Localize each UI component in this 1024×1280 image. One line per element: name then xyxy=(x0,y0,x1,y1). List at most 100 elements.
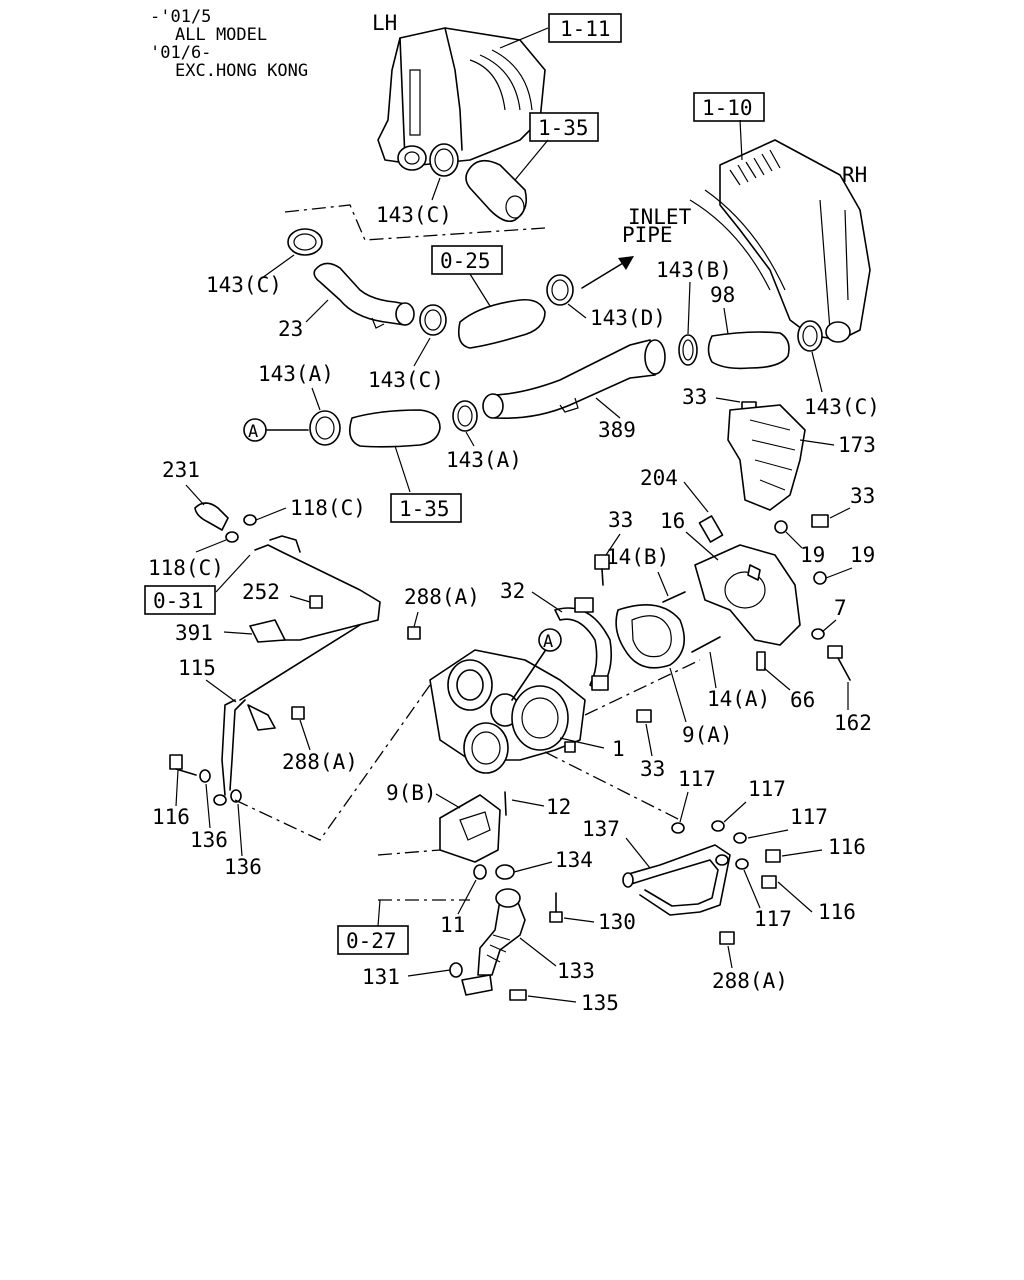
hose-98 xyxy=(707,331,790,370)
callout-117-4: 117 xyxy=(743,869,792,931)
callout-143c-2: 143(C) xyxy=(206,254,295,297)
svg-text:118(C): 118(C) xyxy=(148,556,224,580)
svg-text:391: 391 xyxy=(175,621,213,645)
pipe-391 xyxy=(249,535,381,643)
svg-text:0-25: 0-25 xyxy=(440,249,491,273)
svg-text:33: 33 xyxy=(682,385,707,409)
svg-text:A: A xyxy=(248,422,258,442)
callout-9b: 9(B) xyxy=(386,781,461,809)
callout-32: 32 xyxy=(500,579,563,613)
nut-11 xyxy=(473,864,487,880)
clamp-band-32 xyxy=(554,597,613,691)
svg-text:143(C): 143(C) xyxy=(376,203,452,227)
callout-117-3: 117 xyxy=(747,805,828,839)
leader-dashed-1 xyxy=(284,204,546,241)
note-line-3: '01/6- xyxy=(150,43,211,63)
leader-1-10 xyxy=(739,119,743,161)
callout-288a-1: 288(A) xyxy=(404,585,480,628)
bolt-116-left xyxy=(169,754,197,776)
svg-text:66: 66 xyxy=(790,688,815,712)
ref-box-1-10[interactable]: 1-10 xyxy=(693,92,765,122)
callout-12: 12 xyxy=(511,795,571,819)
svg-text:19: 19 xyxy=(850,543,875,567)
circle-ref-a-turbo[interactable]: A xyxy=(511,628,562,701)
callout-1: 1 xyxy=(559,737,625,761)
pipe-23 xyxy=(313,262,415,329)
callout-288a-3: 288(A) xyxy=(712,945,788,993)
callout-14a: 14(A) xyxy=(707,651,770,711)
ref-box-0-27[interactable]: 0-27 xyxy=(337,925,409,955)
svg-text:231: 231 xyxy=(162,458,200,482)
callout-134: 134 xyxy=(513,848,593,873)
callout-115: 115 xyxy=(178,656,237,703)
svg-text:INLET: INLET xyxy=(628,205,692,229)
svg-text:133: 133 xyxy=(557,959,595,983)
callout-143a-2: 143(A) xyxy=(446,431,522,472)
callout-7: 7 xyxy=(821,596,847,633)
bolt-33-right xyxy=(811,514,829,528)
svg-text:204: 204 xyxy=(640,466,678,490)
oil-return-pipe-133 xyxy=(477,888,526,976)
ref-box-1-35-top[interactable]: 1-35 xyxy=(529,112,599,142)
callout-252: 252 xyxy=(242,580,311,604)
svg-text:9(B): 9(B) xyxy=(386,781,437,805)
circle-ref-a-left[interactable]: A xyxy=(243,418,309,442)
clamp-143c-mid xyxy=(419,304,447,336)
leader-dashed-6 xyxy=(584,659,701,716)
callout-116-right-1: 116 xyxy=(781,835,866,859)
gasket-9b xyxy=(439,794,501,863)
clamp-143a-left xyxy=(309,410,341,446)
seal-131 xyxy=(449,962,463,978)
callout-16: 16 xyxy=(660,509,719,561)
inlet-pipe-indicator: INLET PIPE xyxy=(581,205,692,289)
callout-118c-2: 118(C) xyxy=(148,539,227,580)
callout-130: 130 xyxy=(563,910,636,934)
callout-133: 133 xyxy=(519,937,595,983)
svg-text:389: 389 xyxy=(598,418,636,442)
svg-text:1: 1 xyxy=(612,737,625,761)
clamp-143c-left xyxy=(287,228,323,256)
svg-text:130: 130 xyxy=(598,910,636,934)
bolt-33-lower xyxy=(636,709,652,723)
heat-shield-173 xyxy=(727,404,806,511)
svg-text:131: 131 xyxy=(362,965,400,989)
svg-text:7: 7 xyxy=(834,596,847,620)
washers-117 xyxy=(671,820,749,870)
rh-label: RH xyxy=(842,163,867,187)
callout-389: 389 xyxy=(595,397,636,442)
stud-66 xyxy=(756,651,766,671)
bolt-162 xyxy=(827,645,851,681)
callout-19-2: 19 xyxy=(825,543,875,579)
svg-text:117: 117 xyxy=(748,777,786,801)
svg-text:12: 12 xyxy=(546,795,571,819)
svg-text:0-27: 0-27 xyxy=(346,929,397,953)
ref-box-1-35-mid[interactable]: 1-35 xyxy=(390,493,462,523)
ref-box-0-25[interactable]: 0-25 xyxy=(431,245,503,275)
svg-text:137: 137 xyxy=(582,817,620,841)
leader-0-25 xyxy=(469,273,491,307)
water-pipe-137 xyxy=(622,844,731,916)
clamp-143c-top xyxy=(429,143,459,177)
svg-text:33: 33 xyxy=(850,484,875,508)
turbocharger-1 xyxy=(429,649,586,774)
exhaust-flange-16 xyxy=(694,544,801,646)
gasket-9a xyxy=(615,604,686,669)
pipe-115 xyxy=(213,624,361,806)
svg-text:143(C): 143(C) xyxy=(804,395,880,419)
ref-box-1-11[interactable]: 1-11 xyxy=(548,13,622,43)
washer-7 xyxy=(811,628,825,640)
header-note: -'01/5 ALL MODEL '01/6- EXC.HONG KONG xyxy=(150,7,308,81)
callout-11: 11 xyxy=(440,879,477,937)
svg-text:PIPE: PIPE xyxy=(622,223,673,247)
leader-0-27 xyxy=(377,899,381,927)
callout-23: 23 xyxy=(278,299,329,341)
callout-14b: 14(B) xyxy=(606,545,669,597)
ref-box-0-31[interactable]: 0-31 xyxy=(144,585,216,615)
bolt-130 xyxy=(549,892,563,923)
callout-137: 137 xyxy=(582,817,651,869)
callout-116-left: 116 xyxy=(152,769,190,829)
rh-intercooler xyxy=(689,139,871,343)
clamp-143d xyxy=(546,274,574,306)
bolt-288a-mid xyxy=(291,706,305,720)
